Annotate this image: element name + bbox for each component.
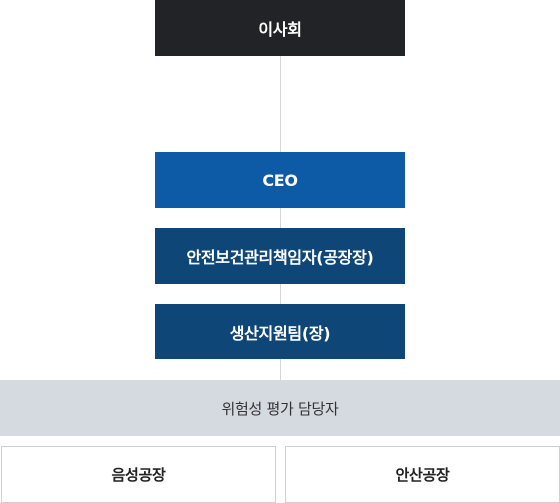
plant-box-ansan: 안산공장 [285,446,560,503]
org-connector-line [280,56,281,380]
ceo-box: CEO [155,152,405,208]
plant-label-eumseong: 음성공장 [111,466,166,484]
board-box: 이사회 [155,0,405,56]
support-team-box: 생산지원팀(장) [155,304,405,359]
support-team-label: 생산지원팀(장) [229,323,331,343]
ceo-label: CEO [262,170,298,190]
risk-assessment-label: 위험성 평가 담당자 [221,399,339,418]
risk-assessment-bar: 위험성 평가 담당자 [0,380,560,436]
board-label: 이사회 [258,20,302,39]
plant-label-ansan: 안산공장 [395,466,450,484]
safety-officer-box: 안전보건관리책임자(공장장) [155,228,405,284]
plant-box-eumseong: 음성공장 [1,446,276,503]
safety-officer-label: 안전보건관리책임자(공장장) [186,248,374,267]
